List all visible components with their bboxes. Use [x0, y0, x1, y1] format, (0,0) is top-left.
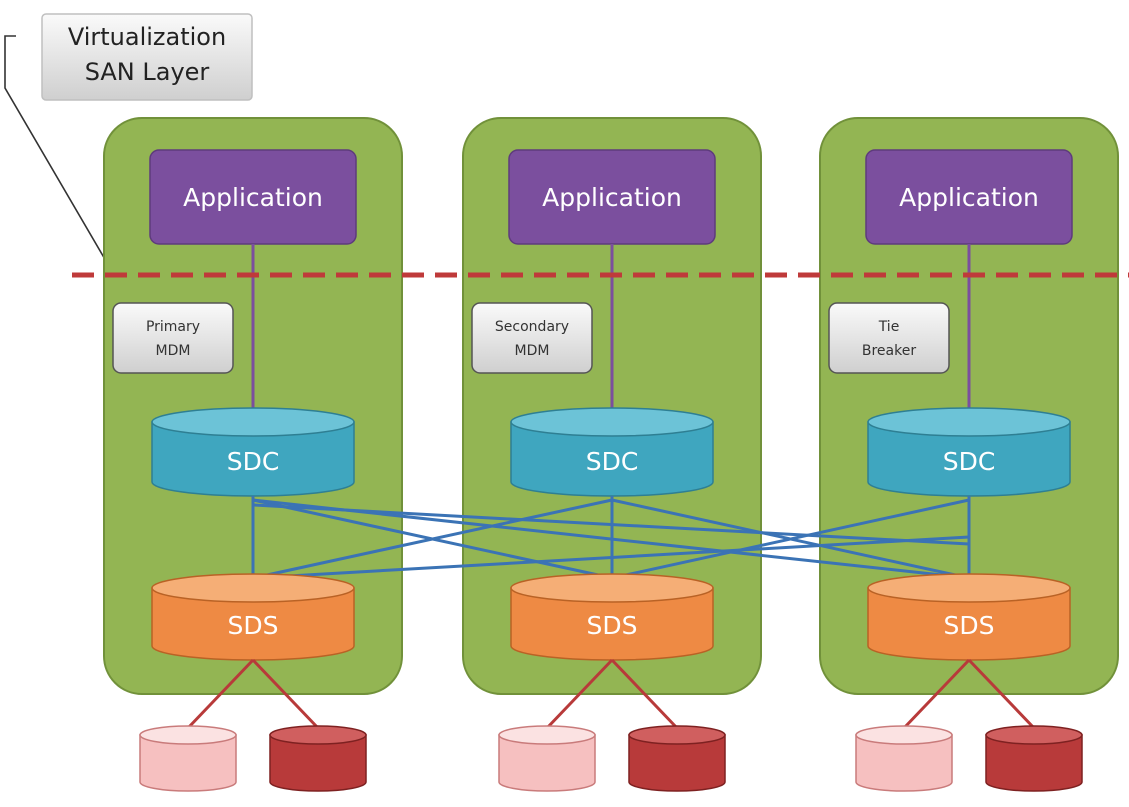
mesh-link-3-2 [611, 498, 970, 580]
disk-dark-1 [269, 725, 367, 792]
callout-line-1: Virtualization [68, 23, 226, 51]
sds-cylinder-2: SDS [510, 573, 714, 661]
sds-label: SDS [944, 611, 995, 640]
mesh-link-3-1 [252, 535, 970, 580]
callout-virtualization-san-layer: Virtualization SAN Layer [4, 13, 253, 286]
disk-link [545, 658, 614, 730]
application-node-2: Application [508, 149, 716, 245]
sds-label: SDS [228, 611, 279, 640]
mdm-role-box-3: Tie Breaker [828, 302, 950, 374]
sdc-sds-mesh [251, 496, 971, 580]
disk-dark-2 [628, 725, 726, 792]
sds-label: SDS [587, 611, 638, 640]
mdm-role-line-2: MDM [156, 343, 191, 359]
disk-light-1 [139, 725, 237, 792]
mdm-role-line-2: MDM [515, 343, 550, 359]
sds-cylinder-3: SDS [867, 573, 1071, 661]
callout-line-2: SAN Layer [85, 58, 210, 86]
disk-light-2 [498, 725, 596, 792]
application-label: Application [183, 183, 323, 212]
mdm-role-box-1: Primary MDM [112, 302, 234, 374]
mesh-link-2-1 [252, 498, 613, 580]
disk-link [251, 658, 320, 730]
disk-light-3 [855, 725, 953, 792]
mdm-role-line-1: Secondary [495, 319, 569, 335]
sdc-cylinder-2: SDC [510, 407, 714, 497]
sdc-cylinder-3: SDC [867, 407, 1071, 497]
mdm-role-line-2: Breaker [862, 343, 916, 359]
mdm-role-line-1: Primary [146, 319, 200, 335]
disk-link [967, 658, 1036, 730]
application-node-3: Application [865, 149, 1073, 245]
application-label: Application [542, 183, 682, 212]
callout-box [41, 13, 253, 101]
sdc-label: SDC [227, 447, 280, 476]
mesh-link-3-1b [252, 503, 970, 546]
mdm-role-line-1: Tie [878, 319, 900, 335]
mdm-role-box-2: Secondary MDM [471, 302, 593, 374]
disk-dark-3 [985, 725, 1083, 792]
application-label: Application [899, 183, 1039, 212]
disk-link [610, 658, 679, 730]
sds-cylinder-1: SDS [151, 573, 355, 661]
disk-link [186, 658, 255, 730]
sdc-cylinder-1: SDC [151, 407, 355, 497]
sdc-label: SDC [943, 447, 996, 476]
callout-leader-line [4, 35, 121, 286]
sds-disk-links [186, 658, 1036, 730]
disk-link [902, 658, 971, 730]
sdc-label: SDC [586, 447, 639, 476]
application-node-1: Application [149, 149, 357, 245]
